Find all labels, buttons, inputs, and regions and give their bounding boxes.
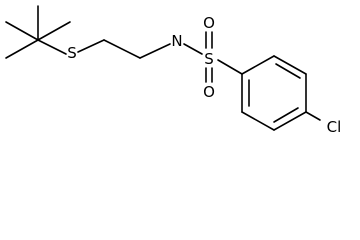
ring-bond-2 xyxy=(273,55,307,75)
bond-ring-to-cl xyxy=(305,111,321,121)
bond-tbutyl-to-s xyxy=(37,39,67,55)
atom-label-n: N xyxy=(171,32,182,50)
ring-inner-bond-2 xyxy=(273,107,299,123)
ring-inner-bond-1 xyxy=(275,63,301,79)
ring-bond-1 xyxy=(241,55,275,75)
atom-label-o-bottom: O xyxy=(203,83,215,101)
bond-sulfonyl-to-ring xyxy=(217,59,243,75)
bond-s-to-ch2 xyxy=(77,39,105,53)
bond-tbutyl-methyl-left xyxy=(5,21,39,41)
bond-n-to-sulfonyl xyxy=(183,43,203,55)
bond-tbutyl-methyl-bottom xyxy=(5,39,39,59)
atom-label-cl: Cl xyxy=(327,118,342,136)
chemical-structure-diagram: S N S O O Cl xyxy=(5,5,342,136)
bond-tbutyl-methyl-right xyxy=(37,21,71,41)
atom-label-thioether-s: S xyxy=(67,44,77,62)
bond-ch2-to-n xyxy=(139,43,171,59)
bond-ch2-ch2 xyxy=(103,39,141,59)
ring-bond-5 xyxy=(241,111,275,131)
atom-label-o-top: O xyxy=(203,14,215,32)
atom-label-sulfonyl-s: S xyxy=(204,50,214,68)
ring-bond-4 xyxy=(273,111,307,131)
